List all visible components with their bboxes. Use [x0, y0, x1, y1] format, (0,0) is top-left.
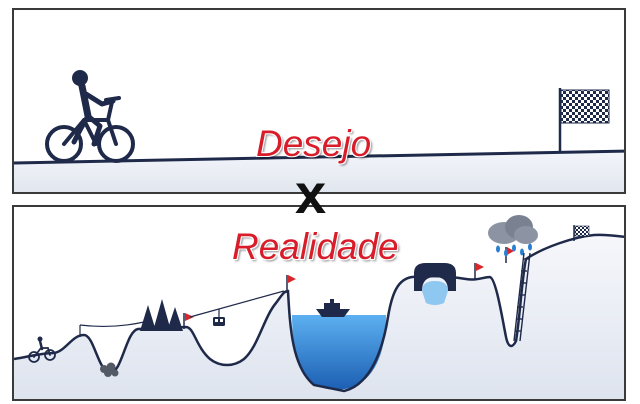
- wish-scene: [14, 70, 624, 192]
- caption-versus: x: [295, 162, 327, 225]
- rough-terrain: [14, 234, 624, 399]
- boat-icon: [316, 299, 350, 317]
- cyclist-icon: [45, 70, 135, 163]
- pine-trees-icon: [140, 299, 183, 331]
- ladder-icon: [513, 252, 531, 342]
- rain-cloud-icon: [488, 215, 538, 257]
- arch-bridge-icon: [414, 263, 456, 305]
- red-flag-icon: [474, 263, 484, 279]
- checkered-flag-icon: [558, 88, 610, 153]
- red-flag-icon: [183, 313, 194, 329]
- red-flag-icon: [286, 275, 296, 293]
- cable-car-icon: [189, 290, 285, 326]
- caption-reality: Realidade: [232, 226, 399, 267]
- boulders-icon: [100, 362, 119, 377]
- cyclist-icon: [28, 336, 56, 363]
- wish-panel: [12, 8, 626, 194]
- reality-panel: [12, 205, 626, 401]
- lake: [292, 315, 386, 390]
- checkered-flag-icon: [573, 225, 590, 241]
- caption-wish: Desejo: [256, 123, 372, 164]
- reality-scene: [14, 215, 624, 399]
